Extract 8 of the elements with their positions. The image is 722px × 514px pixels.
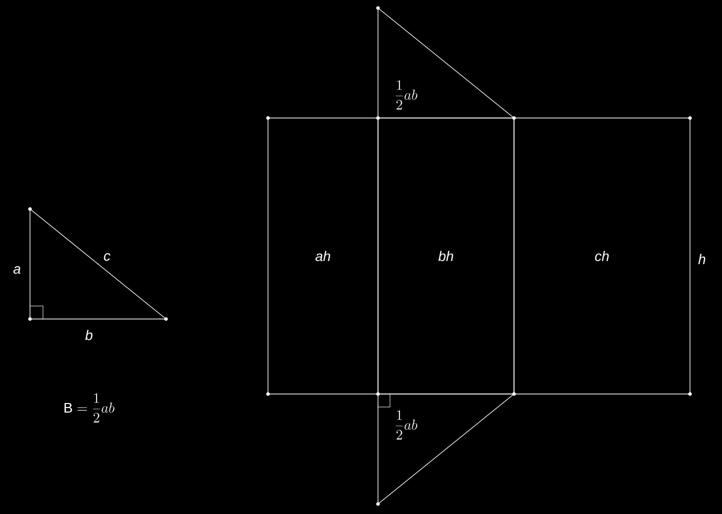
side-label: b: [85, 330, 92, 340]
face-rectangle: ch: [514, 118, 690, 394]
dimension-label: h: [698, 254, 706, 264]
side-label: c: [104, 253, 110, 261]
face-rectangle: bh: [378, 118, 514, 394]
side-label: a: [13, 266, 20, 274]
face-rectangle: ah: [268, 118, 378, 394]
formula: $\mathrm{B} = \frac{1}{2}ab$: [64, 393, 114, 422]
